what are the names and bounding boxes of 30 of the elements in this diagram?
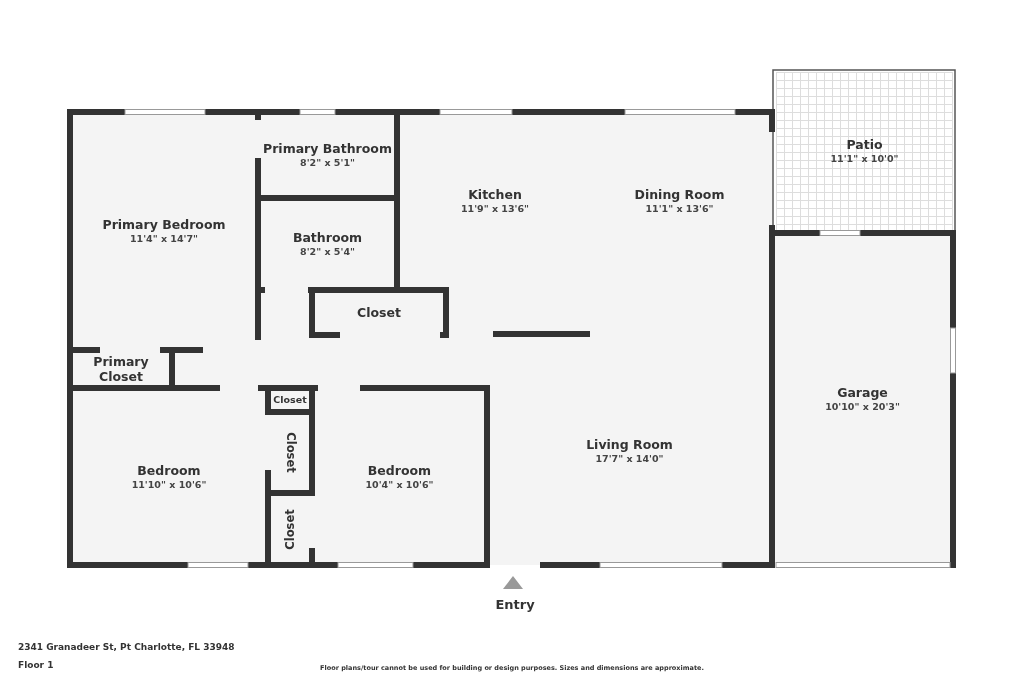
room-name: Closet [282,432,298,473]
room-dimensions: 11'1" x 10'0" [830,152,899,165]
room-name: Closet [357,305,401,320]
room-dimensions: 11'4" x 14'7" [129,232,199,245]
room-dimensions: 10'10" x 20'3" [825,400,900,413]
room-name: Bedroom [137,462,201,478]
room-dimensions: 11'1" x 13'6" [645,202,714,215]
room-name: Bedroom [367,462,432,478]
room-dimensions: 8'2" x 5'4" [300,245,355,258]
room-dimensions: 8'2" x 5'1" [300,156,355,169]
room-dimensions: 10'4" x 10'6" [365,477,434,491]
patio-area [776,72,953,230]
room-name: Living Room [586,437,673,452]
room-name: Bathroom [292,230,363,245]
room [775,236,950,562]
room-name: Garage [837,385,888,400]
room-name: Patio [846,137,883,152]
address-text: 2341 Granadeer St, Pt Charlotte, FL 33948 [18,642,235,652]
floor-label: Floor 1 [18,660,54,670]
room-name: Kitchen [468,187,522,202]
room-dimensions: 11'10" x 10'6" [131,477,207,491]
room-name: Primary Bedroom [102,217,226,232]
room-name: Dining Room [634,187,725,202]
room-dimensions: 17'7" x 14'0" [595,452,664,465]
room-name: Primary Closet [92,354,150,384]
entry-label: Entry [495,597,535,612]
room-name: Closet [273,394,307,406]
room-name: Primary Bathroom [263,141,392,156]
room-name: Closet [282,508,298,550]
room-dimensions: 11'9" x 13'6" [460,202,530,215]
